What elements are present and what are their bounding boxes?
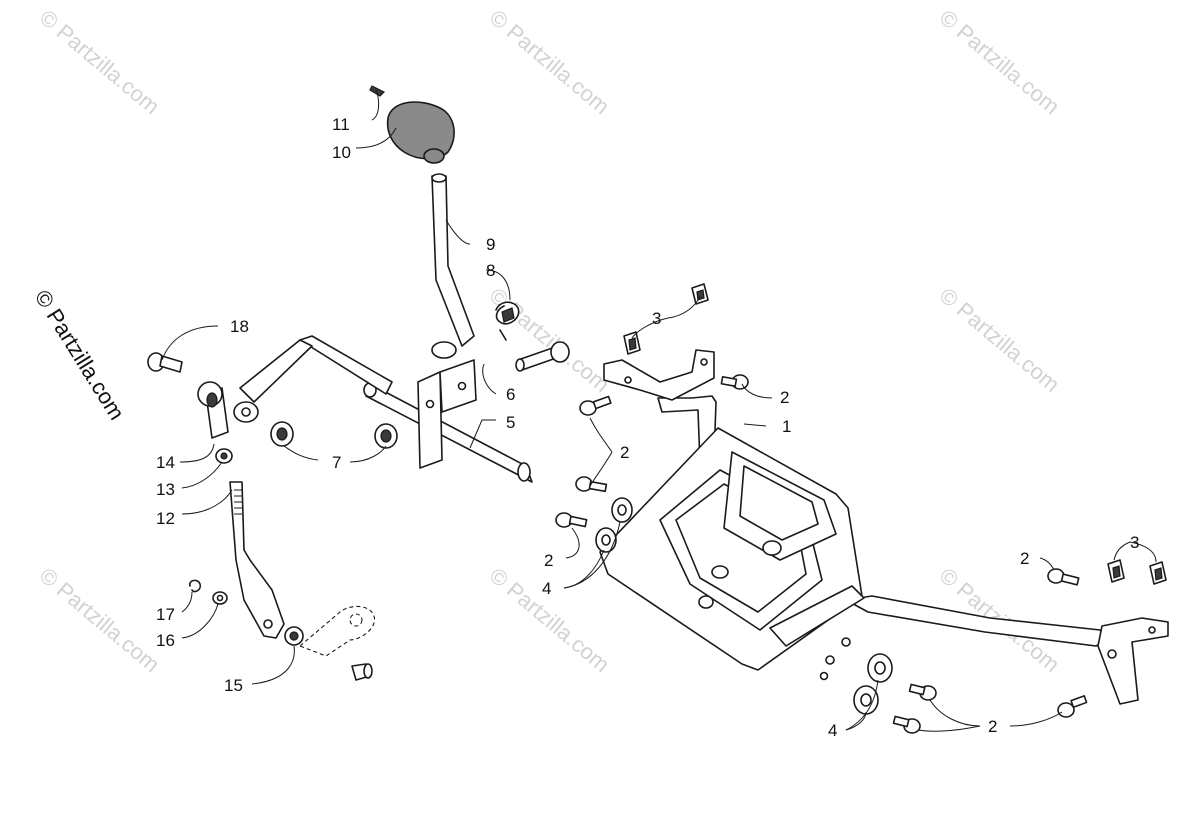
callout-label-4: 4	[542, 579, 551, 598]
callout-label-3: 3	[1130, 533, 1139, 552]
callout-label-1: 1	[782, 417, 791, 436]
callout-label-12: 12	[156, 509, 175, 528]
watermark-text: © Partzilla.com	[485, 5, 615, 119]
phantom-linkage	[298, 605, 376, 657]
part-18-bolt	[147, 352, 183, 373]
part-9-shift-lever	[431, 173, 475, 359]
callout-labels: 1 2 2 2 2 2 3 3 4 4 5 6 7 8 9 10 11 12 1…	[156, 115, 1139, 740]
side-watermark: © Partzilla.com	[30, 285, 130, 424]
leader-lines	[161, 89, 1157, 732]
callout-label-4: 4	[828, 721, 837, 740]
callout-label-10: 10	[332, 143, 351, 162]
callout-label-15: 15	[224, 676, 243, 695]
part-14-rod-end	[197, 381, 229, 439]
shift-lever-mount	[417, 359, 477, 469]
part-10-knob	[386, 101, 455, 164]
part-15-17-hardware	[188, 579, 373, 681]
watermark-text: © Partzilla.com	[35, 5, 165, 119]
callout-label-14: 14	[156, 453, 175, 472]
watermark-text: © Partzilla.com	[935, 283, 1065, 397]
part-1-shift-bracket	[599, 349, 1169, 705]
watermark-text: © Partzilla.com	[35, 563, 165, 677]
callout-label-6: 6	[506, 385, 515, 404]
callout-label-2: 2	[988, 717, 997, 736]
part-11-screw	[369, 85, 386, 97]
part-6-pivot-bolt	[515, 341, 570, 372]
callout-label-2: 2	[544, 551, 553, 570]
part-4-washers	[595, 497, 893, 715]
callout-label-16: 16	[156, 631, 175, 650]
callout-label-18: 18	[230, 317, 249, 336]
callout-label-2: 2	[780, 388, 789, 407]
watermark-text: © Partzilla.com	[935, 5, 1065, 119]
callout-label-9: 9	[486, 235, 495, 254]
watermark-text: © Partzilla.com	[485, 283, 615, 397]
callout-label-11: 11	[332, 115, 350, 134]
callout-label-3: 3	[652, 309, 661, 328]
part-12-link-rod	[229, 481, 285, 639]
part-8-spring	[495, 301, 520, 341]
callout-label-8: 8	[486, 261, 495, 280]
callout-label-13: 13	[156, 480, 175, 499]
callout-label-2: 2	[620, 443, 629, 462]
callout-label-7: 7	[332, 453, 341, 472]
callout-label-5: 5	[506, 413, 515, 432]
part-3-clips	[623, 283, 1167, 585]
part-5-shaft	[233, 335, 533, 483]
part-2-bolts	[555, 374, 1088, 734]
part-13-jam-nut	[215, 448, 233, 464]
callout-label-17: 17	[156, 605, 175, 624]
part-7-nuts	[270, 421, 398, 449]
watermarks: © Partzilla.com © Partzilla.com © Partzi…	[30, 5, 1065, 677]
callout-label-2: 2	[1020, 549, 1029, 568]
